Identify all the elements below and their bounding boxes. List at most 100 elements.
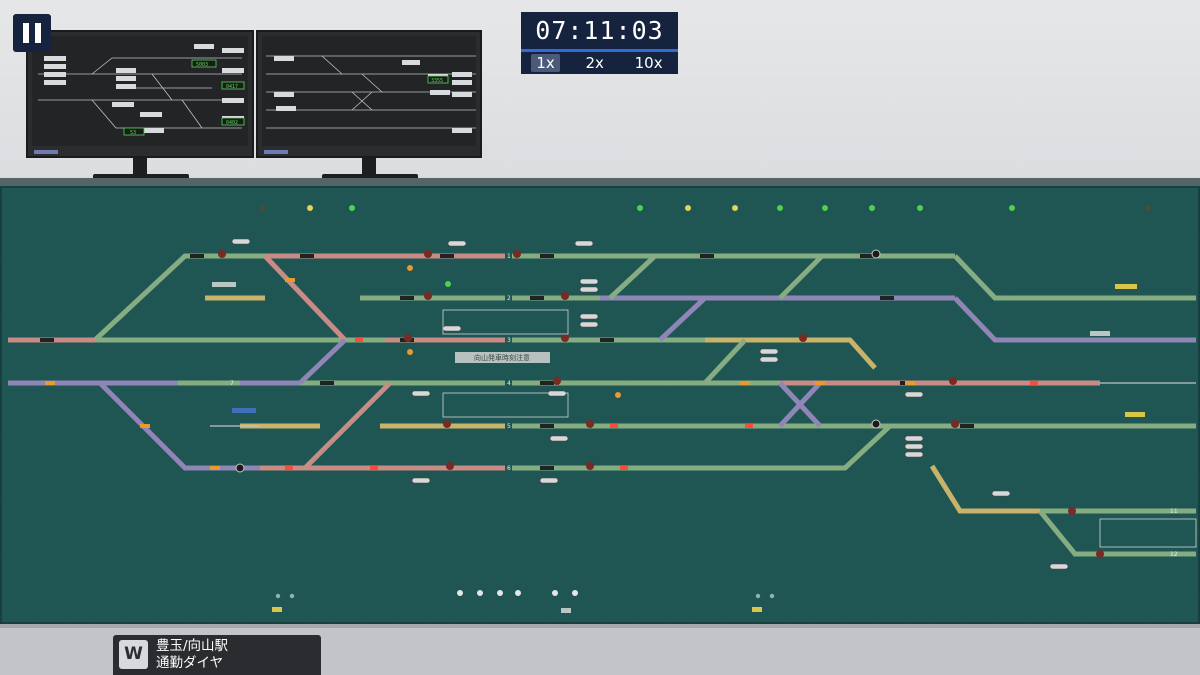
route-button[interactable]	[411, 477, 431, 484]
lever-handle-icon[interactable]	[457, 590, 463, 596]
indicator-lamp-icon	[349, 205, 355, 211]
track-diagram: 向山発車時刻注意 1 2 3 4 5 6 7 11 12	[0, 186, 1200, 624]
speed-1x-button[interactable]: 1x	[531, 54, 560, 72]
signal-red-icon[interactable]	[799, 334, 807, 342]
crossover-d[interactable]	[608, 254, 657, 300]
route-button[interactable]	[991, 490, 1011, 497]
occupied-lamp	[370, 466, 378, 470]
track-number-1: 1	[507, 253, 511, 260]
signal-red-icon[interactable]	[513, 250, 521, 258]
route-button[interactable]	[574, 240, 594, 247]
route-button[interactable]	[904, 391, 924, 398]
pause-button[interactable]	[13, 14, 51, 52]
station-area-outline	[1099, 518, 1197, 548]
track-12-curve[interactable]	[1038, 509, 1196, 557]
clock-divider	[521, 49, 678, 52]
route-button[interactable]	[579, 321, 599, 328]
control-indicator	[752, 607, 762, 612]
track-3-platform-yellow[interactable]	[705, 337, 877, 370]
signal-red-icon[interactable]	[446, 462, 454, 470]
shunt-signal-icon[interactable]	[407, 349, 413, 355]
speed-10x-button[interactable]: 10x	[634, 54, 663, 72]
signal-red-icon[interactable]	[586, 462, 594, 470]
signal-red-icon[interactable]	[561, 292, 569, 300]
crossover-f[interactable]	[658, 296, 707, 342]
route-button[interactable]	[547, 390, 567, 397]
station-key-badge[interactable]: W	[119, 640, 148, 669]
panel-bottom-lip	[0, 624, 1200, 628]
switch-lever-icon[interactable]	[235, 463, 245, 473]
route-button[interactable]	[904, 443, 924, 450]
indicator-lamp-icon	[917, 205, 923, 211]
monitor-stand	[133, 158, 147, 174]
route-button[interactable]	[1049, 563, 1069, 570]
track-number-3: 3	[507, 337, 511, 344]
indicator-lamp-icon	[1145, 205, 1151, 211]
route-button[interactable]	[759, 348, 779, 355]
signal-red-icon[interactable]	[218, 250, 226, 258]
crossover-x2[interactable]	[778, 381, 822, 428]
indicator-lamp-icon	[637, 205, 643, 211]
signal-red-icon[interactable]	[1096, 550, 1104, 558]
proceed-signal-icon[interactable]	[445, 281, 451, 287]
occupied-lamp	[620, 466, 628, 470]
crossover-e[interactable]	[778, 254, 824, 300]
indicator-plate	[1090, 331, 1110, 336]
occupied-lamp	[1030, 381, 1038, 385]
signal-red-icon[interactable]	[404, 334, 412, 342]
route-button[interactable]	[904, 451, 924, 458]
signal-red-icon[interactable]	[1068, 507, 1076, 515]
lever-handle-icon[interactable]	[572, 590, 578, 596]
route-button[interactable]	[759, 356, 779, 363]
signal-red-icon[interactable]	[443, 420, 451, 428]
signal-red-icon[interactable]	[553, 377, 561, 385]
route-button[interactable]	[447, 240, 467, 247]
route-button[interactable]	[539, 477, 559, 484]
speed-2x-button[interactable]: 2x	[585, 54, 604, 72]
pause-icon	[35, 23, 41, 43]
lever-handle-icon[interactable]	[515, 590, 521, 596]
track-1-curve-up[interactable]	[953, 254, 1196, 301]
track-6-west-curve[interactable]	[98, 381, 260, 471]
crossover-c[interactable]	[303, 381, 392, 470]
track-number-6: 6	[507, 465, 511, 472]
crossover-a[interactable]	[263, 254, 347, 342]
route-lamp	[45, 381, 55, 385]
shunt-signal-icon[interactable]	[407, 265, 413, 271]
monitor-stand-foot	[93, 174, 189, 180]
lever-handle-icon[interactable]	[552, 590, 558, 596]
track-1-west-route[interactable]	[93, 253, 265, 342]
shunt-signal-icon[interactable]	[615, 392, 621, 398]
signal-red-icon[interactable]	[586, 420, 594, 428]
route-button[interactable]	[442, 325, 462, 332]
station-area-outline	[442, 309, 569, 335]
left-monitor-diagram: 5003 0417 0402 53	[38, 44, 245, 136]
signal-red-icon[interactable]	[951, 420, 959, 428]
notice-text: 向山発車時刻注意	[474, 353, 530, 362]
route-button[interactable]	[231, 238, 251, 245]
control-indicator	[561, 608, 571, 613]
signal-red-icon[interactable]	[424, 250, 432, 258]
signal-red-icon[interactable]	[949, 377, 957, 385]
crossover-g[interactable]	[703, 338, 747, 385]
monitor-label-5: 3355	[431, 78, 443, 84]
crossover-b[interactable]	[298, 338, 347, 385]
branch-yellow[interactable]	[929, 464, 1040, 514]
route-button[interactable]	[904, 435, 924, 442]
block-marker	[540, 424, 554, 428]
switch-lever-icon[interactable]	[871, 419, 881, 429]
route-button[interactable]	[579, 313, 599, 320]
route-button[interactable]	[549, 435, 569, 442]
lever-handle-icon[interactable]	[477, 590, 483, 596]
route-button[interactable]	[579, 286, 599, 293]
route-button[interactable]	[579, 278, 599, 285]
signal-red-icon[interactable]	[424, 292, 432, 300]
lever-handle-icon[interactable]	[497, 590, 503, 596]
switch-lever-icon[interactable]	[871, 249, 881, 259]
right-monitor-diagram: 3355	[266, 55, 476, 133]
block-marker	[190, 254, 204, 258]
route-lamp	[140, 424, 150, 428]
route-button[interactable]	[411, 390, 431, 397]
notice-plate	[455, 352, 550, 363]
signal-red-icon[interactable]	[561, 334, 569, 342]
